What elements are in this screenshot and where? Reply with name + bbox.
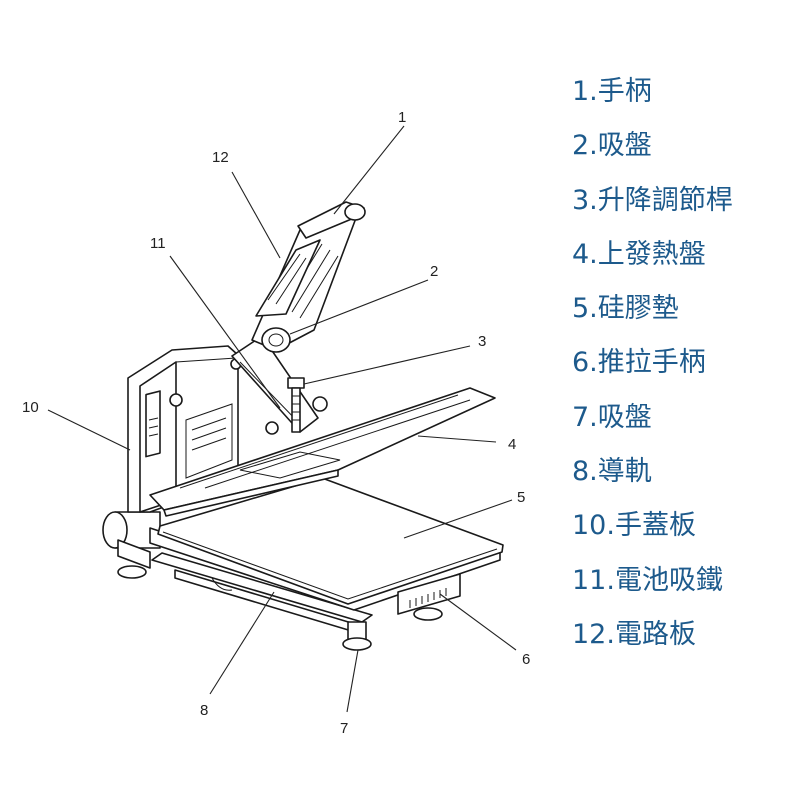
legend-number: 3. — [572, 184, 598, 216]
callout-2: 2 — [430, 263, 438, 280]
legend-label: 手柄 — [597, 76, 652, 107]
legend-number: 1. — [572, 76, 598, 107]
legend-number: 12. — [572, 618, 615, 650]
legend-label: 手蓋板 — [614, 510, 696, 542]
legend-item-7: 7.吸盤 — [572, 396, 733, 450]
callout-3: 3 — [478, 333, 486, 350]
legend-item-4: 4.上發熱盤 — [572, 233, 733, 287]
callout-1: 1 — [398, 109, 406, 126]
height-adjust-rod — [287, 377, 328, 433]
legend-item-3: 3.升降調節桿 — [572, 179, 733, 233]
callout-5: 5 — [517, 489, 525, 506]
legend-number: 5. — [572, 293, 598, 325]
circuit-board — [255, 239, 321, 317]
legend-number: 11. — [572, 564, 615, 596]
legend-item-10: 10.手蓋板 — [572, 504, 733, 558]
callout-12: 12 — [212, 149, 229, 166]
callout-6: 6 — [522, 651, 530, 668]
legend-item-1: 1.手柄 — [572, 70, 733, 124]
legend-item-5: 5.硅膠墊 — [572, 287, 733, 341]
legend-label: 電路板 — [614, 618, 696, 650]
callout-numbers: 1 12 11 2 3 10 4 5 6 8 7 — [22, 109, 530, 737]
leader-lines — [47, 125, 517, 713]
legend-label: 吸盤 — [597, 401, 652, 433]
callout-7: 7 — [340, 720, 348, 737]
legend-label: 硅膠墊 — [597, 293, 679, 325]
machine-drawing — [102, 201, 504, 651]
legend-number: 7. — [572, 401, 598, 433]
legend-item-12: 12.電路板 — [572, 613, 733, 667]
legend-number: 6. — [572, 347, 598, 379]
legend-number: 8. — [572, 456, 598, 488]
legend-label: 升降調節桿 — [597, 184, 733, 216]
legend-label: 導軌 — [597, 456, 652, 488]
legend-number: 10. — [572, 510, 615, 542]
callout-11: 11 — [150, 235, 166, 252]
parts-legend: 1.手柄 2.吸盤 3.升降調節桿 4.上發熱盤 5.硅膠墊 6.推拉手柄 7.… — [572, 70, 733, 667]
legend-number: 4. — [572, 238, 598, 270]
legend-item-6: 6.推拉手柄 — [572, 341, 733, 395]
legend-label: 上發熱盤 — [597, 238, 706, 270]
legend-label: 電池吸鐵 — [614, 564, 723, 596]
pull-handle-grip — [409, 588, 447, 608]
legend-item-8: 8.導軌 — [572, 450, 733, 504]
legend-label: 吸盤 — [597, 130, 652, 162]
callout-8: 8 — [200, 702, 208, 719]
control-panel — [145, 390, 161, 458]
callout-4: 4 — [508, 436, 516, 453]
legend-item-11: 11.電池吸鐵 — [572, 559, 733, 613]
callout-10: 10 — [22, 399, 39, 416]
legend-label: 推拉手柄 — [597, 347, 706, 379]
legend-item-2: 2.吸盤 — [572, 124, 733, 178]
legend-number: 2. — [572, 130, 598, 162]
